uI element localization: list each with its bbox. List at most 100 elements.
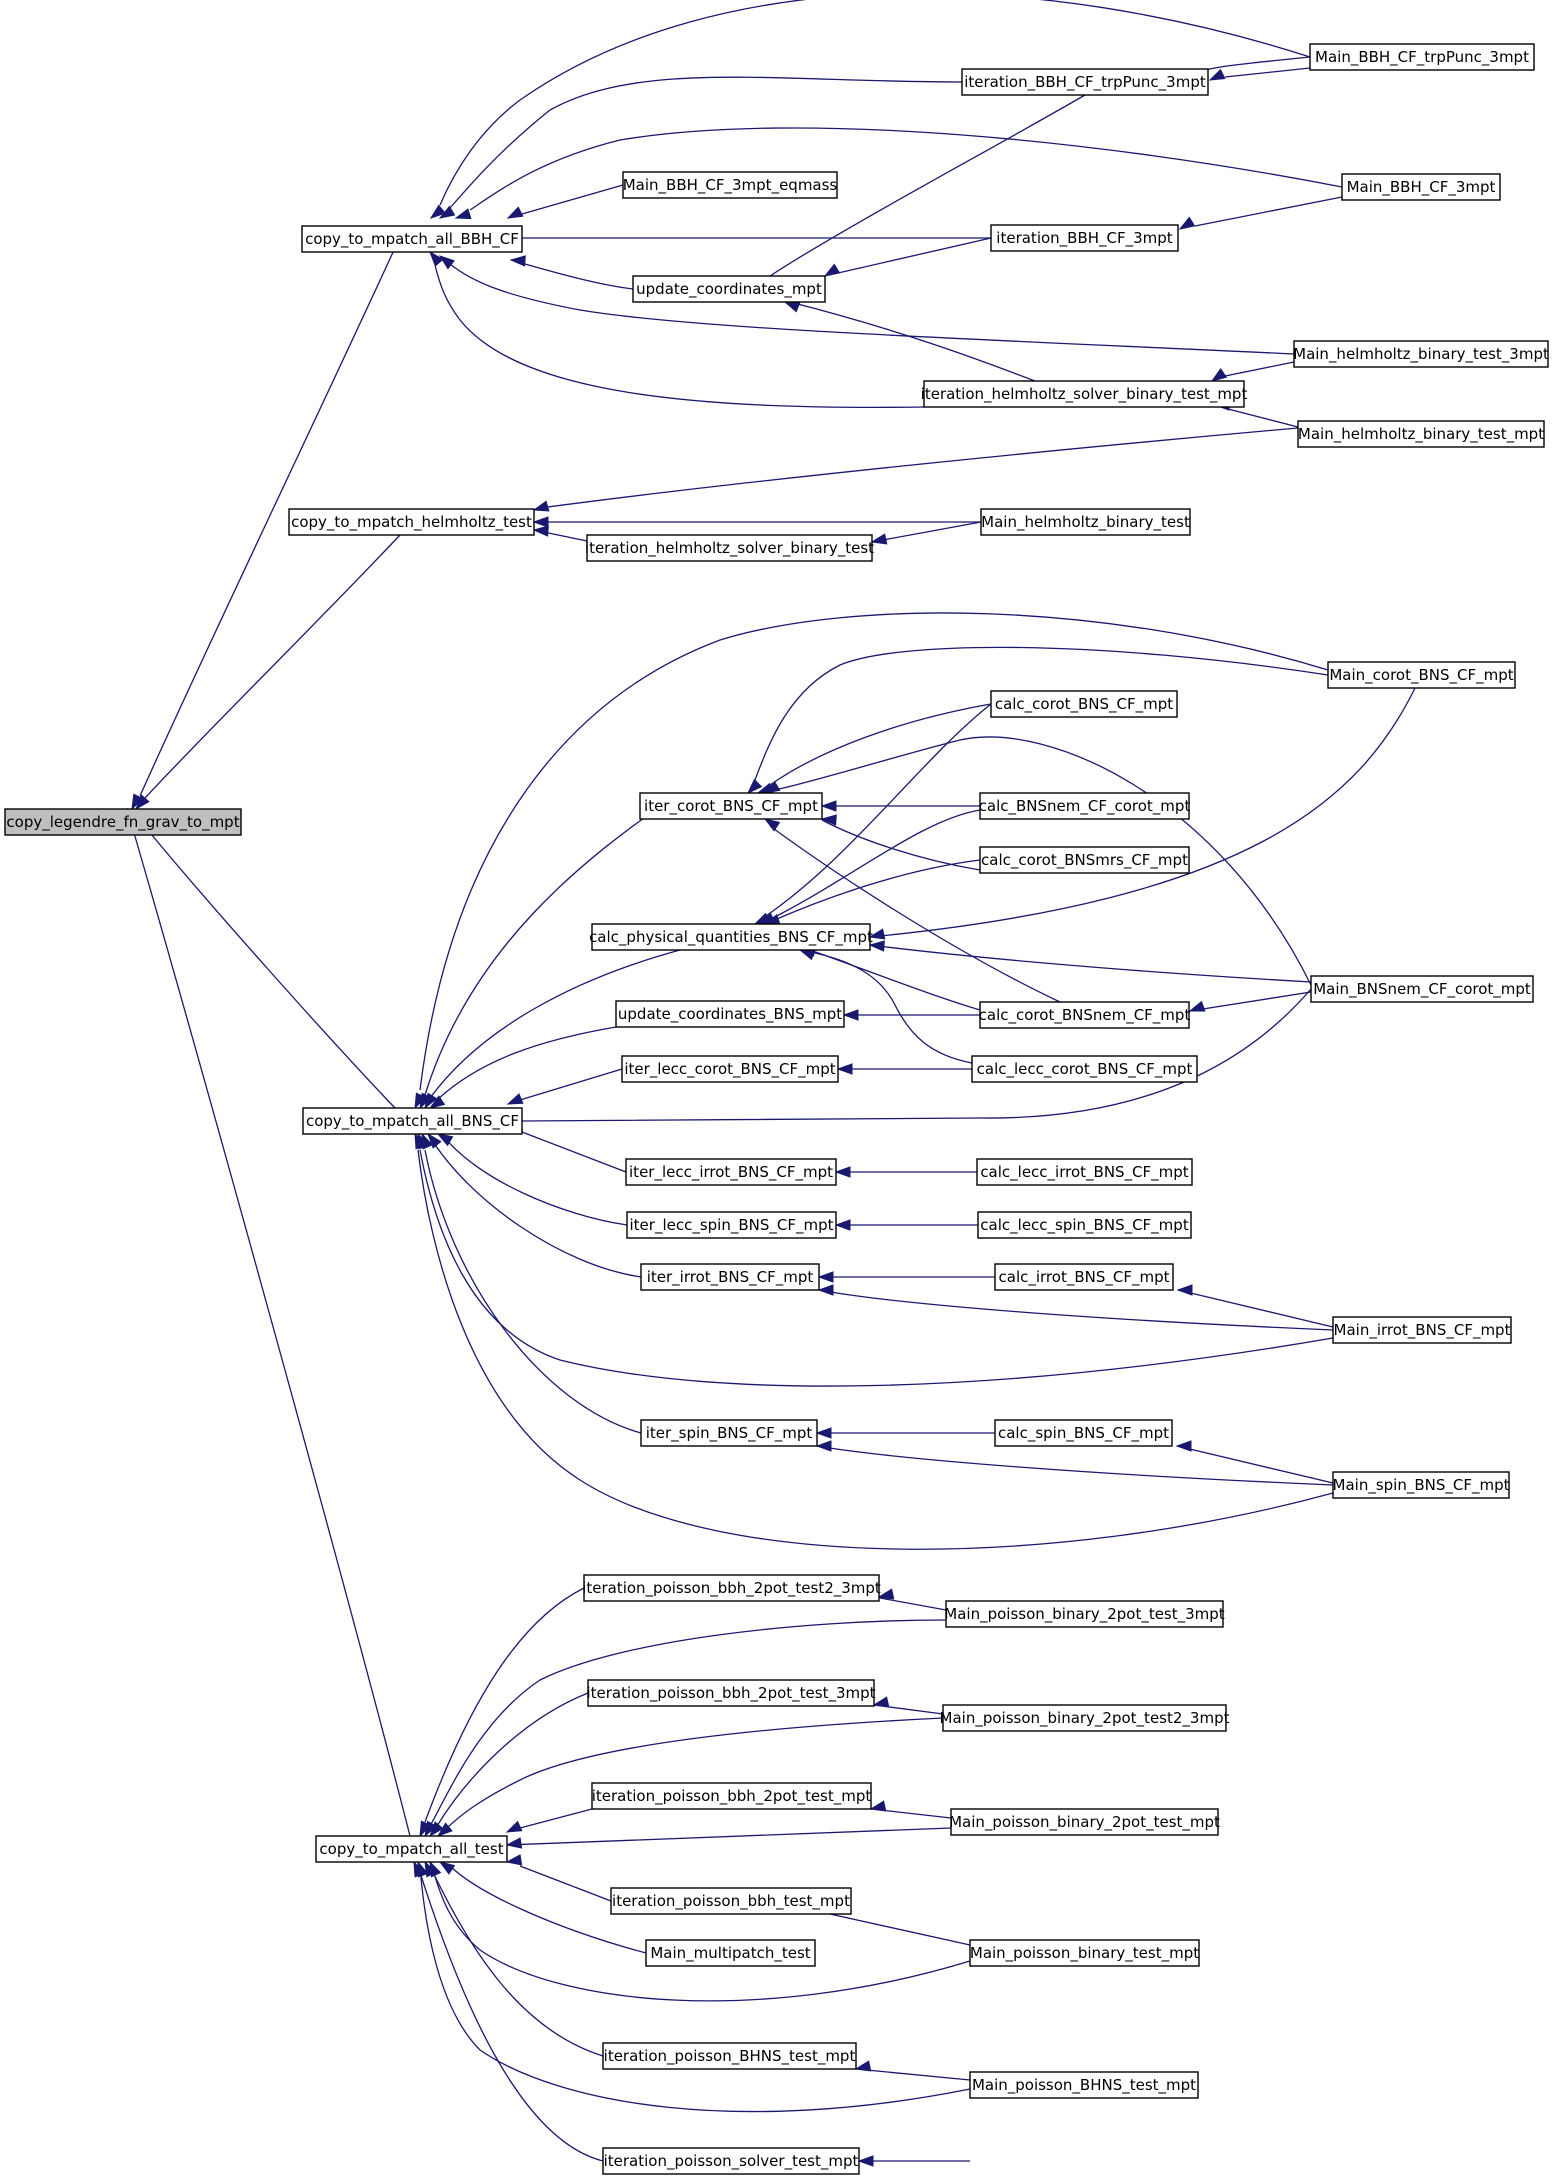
edge-arrowhead [798, 949, 816, 961]
node-box [302, 1107, 523, 1135]
call-edge [868, 687, 1416, 940]
edge-line [141, 822, 396, 1109]
node-box [1332, 1471, 1510, 1499]
function-node[interactable]: iter_lecc_spin_BNS_CF_mpt [626, 1211, 837, 1239]
node-label: iter_lecc_spin_BNS_CF_mpt [630, 1216, 834, 1235]
function-node[interactable]: iteration_BBH_CF_trpPunc_3mpt [961, 68, 1209, 96]
call-edge [506, 184, 624, 219]
function-node[interactable]: copy_to_mpatch_all_BNS_CF [302, 1107, 523, 1135]
function-node[interactable]: copy_to_mpatch_all_test [315, 1835, 508, 1863]
function-node[interactable]: calc_irrot_BNS_CF_mpt [994, 1263, 1174, 1291]
function-node[interactable]: update_coordinates_BNS_mpt [615, 1000, 845, 1028]
function-node[interactable]: iteration_BBH_CF_3mpt [990, 224, 1179, 252]
edge-line [1189, 991, 1312, 1012]
node-label: calc_physical_quantities_BNS_CF_mpt [589, 928, 873, 947]
node-label: iteration_poisson_bbh_2pot_test_3mpt [586, 1684, 875, 1703]
edge-line [869, 687, 1416, 938]
function-node[interactable]: iteration_helmholtz_solver_binary_test [585, 534, 874, 562]
root-node[interactable]: copy_legendre_fn_grav_to_mpt [4, 808, 242, 836]
edge-arrowhead [763, 818, 781, 832]
function-node[interactable]: calc_corot_BNSmrs_CF_mpt [979, 846, 1190, 874]
function-node[interactable]: Main_BNSnem_CF_corot_mpt [1310, 975, 1534, 1003]
node-label: Main_spin_BNS_CF_mpt [1333, 1476, 1510, 1495]
edge-arrowhead [509, 255, 526, 267]
function-node[interactable]: Main_helmholtz_binary_test [980, 508, 1191, 536]
function-node[interactable]: calc_lecc_spin_BNS_CF_mpt [977, 1211, 1192, 1239]
node-box [1310, 975, 1534, 1003]
node-label: Main_BBH_CF_3mpt_eqmass [623, 176, 838, 195]
function-node[interactable]: iter_irrot_BNS_CF_mpt [640, 1263, 820, 1291]
edge-arrowhead [454, 208, 472, 220]
node-box [640, 1419, 818, 1447]
call-edge [870, 521, 982, 545]
function-node[interactable]: iteration_poisson_BHNS_test_mpt [602, 2042, 857, 2070]
edge-line [871, 521, 982, 543]
function-node[interactable]: iteration_helmholtz_solver_binary_test_m… [921, 380, 1248, 408]
edge-arrowhead [135, 794, 150, 811]
edge-line [821, 819, 981, 871]
edge-arrowhead [763, 780, 781, 794]
edge-line [444, 1137, 628, 1226]
function-node[interactable]: iteration_poisson_bbh_test_mpt [610, 1887, 852, 1915]
function-node[interactable]: iteration_poisson_bbh_2pot_test_mpt [591, 1782, 872, 1810]
function-node[interactable]: Main_helmholtz_binary_test_mpt [1297, 420, 1545, 448]
function-node[interactable]: Main_BBH_CF_trpPunc_3mpt [1309, 43, 1535, 71]
node-label: update_coordinates_mpt [636, 280, 822, 299]
edge-line [429, 1865, 604, 2057]
function-node[interactable]: iteration_poisson_bbh_2pot_test2_3mpt [582, 1574, 881, 1602]
function-node[interactable]: Main_BBH_CF_3mpt_eqmass [622, 171, 838, 199]
edge-arrowhead [820, 814, 837, 826]
node-label: iter_corot_BNS_CF_mpt [644, 797, 818, 816]
function-node[interactable]: iteration_poisson_solver_test_mpt [602, 2147, 860, 2175]
function-node[interactable]: Main_spin_BNS_CF_mpt [1332, 1471, 1510, 1499]
node-box [591, 923, 871, 951]
call-edge [758, 809, 981, 925]
edge-arrowhead [438, 205, 456, 219]
edge-line [506, 1827, 952, 1846]
function-node[interactable]: Main_poisson_BHNS_test_mpt [969, 2071, 1199, 2099]
edge-line [429, 949, 681, 1099]
function-node[interactable]: Main_poisson_binary_2pot_test2_3mpt [940, 1704, 1230, 1732]
node-box [615, 1000, 845, 1028]
edge-line [469, 127, 1343, 211]
node-box [945, 1600, 1224, 1628]
function-node[interactable]: calc_corot_BNS_CF_mpt [990, 690, 1178, 718]
call-edge [454, 127, 1343, 220]
function-node[interactable]: Main_poisson_binary_2pot_test_3mpt [944, 1600, 1225, 1628]
edge-line [1227, 408, 1299, 428]
function-node[interactable]: calc_physical_quantities_BNS_CF_mpt [589, 923, 873, 951]
edge-line [764, 809, 981, 923]
call-edge [424, 949, 681, 1110]
function-node[interactable]: calc_corot_BNSnem_CF_mpt [979, 1001, 1191, 1029]
node-box [1332, 1316, 1512, 1344]
function-node[interactable]: Main_poisson_binary_2pot_test_mpt [949, 1808, 1220, 1836]
node-label: iteration_poisson_bbh_test_mpt [612, 1892, 850, 1911]
function-node[interactable]: Main_corot_BNS_CF_mpt [1327, 661, 1516, 689]
function-node[interactable]: iter_lecc_corot_BNS_CF_mpt [621, 1055, 839, 1083]
function-node[interactable]: Main_poisson_binary_test_mpt [969, 1939, 1200, 1967]
function-node[interactable]: calc_lecc_irrot_BNS_CF_mpt [976, 1158, 1193, 1186]
function-node[interactable]: Main_helmholtz_binary_test_3mpt [1293, 340, 1549, 368]
node-box [994, 1263, 1174, 1291]
function-node[interactable]: update_coordinates_mpt [632, 275, 826, 303]
function-node[interactable]: calc_BNSnem_CF_corot_mpt [979, 792, 1191, 820]
call-edge [756, 703, 992, 794]
call-edge [419, 1587, 585, 1838]
edge-line [816, 1445, 1334, 1486]
node-box [1293, 340, 1549, 368]
node-box [586, 534, 873, 562]
node-box [591, 1782, 872, 1810]
function-node[interactable]: iteration_poisson_bbh_2pot_test_3mpt [586, 1679, 876, 1707]
function-node[interactable]: iter_corot_BNS_CF_mpt [639, 792, 823, 820]
node-label: Main_poisson_binary_2pot_test2_3mpt [940, 1709, 1230, 1728]
function-node[interactable]: iter_lecc_irrot_BNS_CF_mpt [625, 1158, 837, 1186]
function-node[interactable]: Main_BBH_CF_3mpt [1341, 173, 1501, 201]
function-node[interactable]: calc_lecc_corot_BNS_CF_mpt [971, 1055, 1198, 1083]
function-node[interactable]: Main_multipatch_test [645, 1939, 816, 1967]
function-node[interactable]: iter_spin_BNS_CF_mpt [640, 1419, 818, 1447]
function-node[interactable]: copy_to_mpatch_helmholtz_test [288, 508, 535, 536]
function-node[interactable]: calc_spin_BNS_CF_mpt [994, 1419, 1173, 1447]
edge-line [417, 1865, 604, 2162]
function-node[interactable]: Main_irrot_BNS_CF_mpt [1332, 1316, 1512, 1344]
function-node[interactable]: copy_to_mpatch_all_BBH_CF [301, 225, 523, 253]
